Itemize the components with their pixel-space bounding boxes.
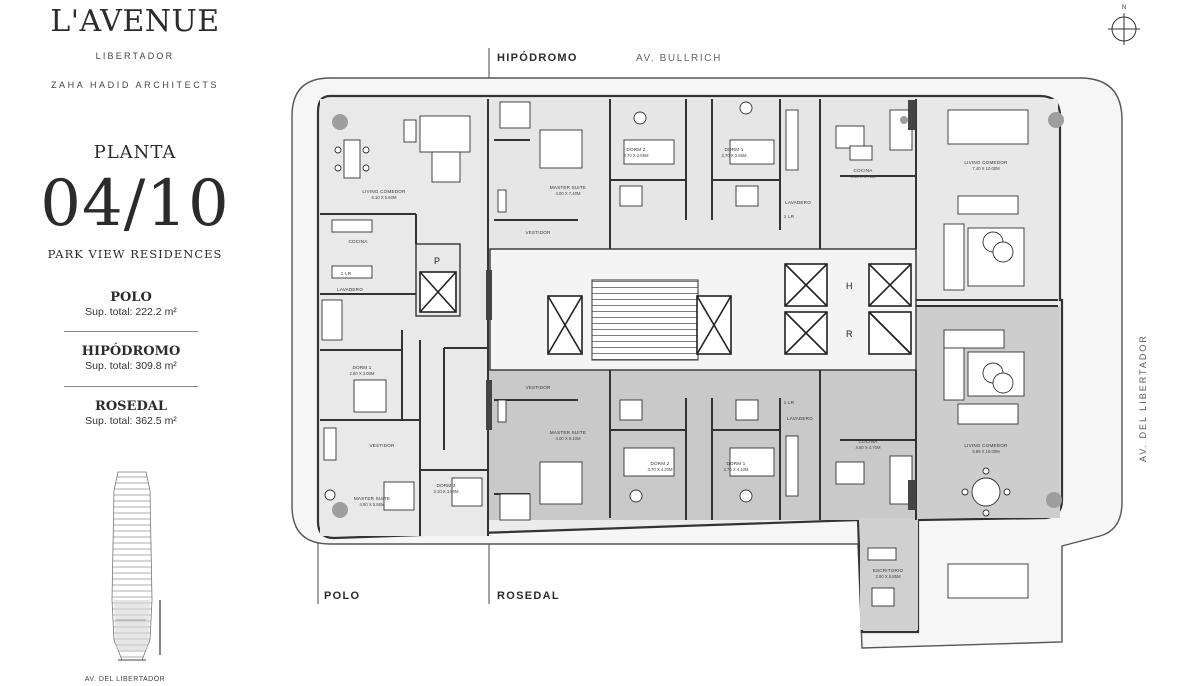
room-dimension: 3.70 X 3.85M [624, 153, 649, 158]
room-label: VESTIDOR [369, 443, 395, 448]
unit-name: ROSEDAL [95, 399, 167, 414]
room-label: DORM 2 [626, 147, 645, 152]
room-label: COCINA [853, 168, 873, 173]
brand-title: L'AVENUE [50, 4, 220, 39]
room-label: VESTIDOR [525, 385, 551, 390]
room-label: LIVING COMEDOR [362, 189, 406, 194]
elevator-label-r: R [846, 329, 853, 339]
room-label: LAVADERO [337, 287, 363, 292]
room-dimension: 3.70 X 4.20M [648, 467, 673, 472]
unit-name: HIPÓDROMO [81, 344, 181, 359]
room-label: MASTER SUITE [354, 496, 390, 501]
room-label: LIVING COMEDOR [964, 443, 1008, 448]
room-label: DORM 1 [352, 365, 371, 370]
zone-label-hipodromo: HIPÓDROMO [497, 51, 578, 64]
furniture [321, 101, 1029, 607]
divider [64, 331, 198, 332]
unit-summary-hipodromo: HIPÓDROMO Sup. total: 309.8 m² [64, 344, 198, 372]
plan-number: 04/10 [40, 167, 230, 241]
compass-north-label: N [1122, 5, 1126, 11]
room-label: 1 LR [784, 400, 795, 405]
unit-area: Sup. total: 362.5 m² [85, 415, 177, 427]
street-label-bullrich: AV. BULLRICH [636, 53, 722, 64]
room-dimension: 2.80 X 5.85M [876, 574, 901, 579]
elevator-label-h: H [846, 281, 853, 291]
room-dimension: 3.70 X 4.10M [724, 467, 749, 472]
zone-hipodromo-wing [488, 99, 916, 249]
room-dimension: 2.80 X 3.00M [350, 371, 375, 376]
room-label: 1 LR [341, 271, 352, 276]
room-label: LAVADERO [787, 416, 813, 421]
room-label: LIVING COMEDOR [964, 160, 1008, 165]
room-label: ESCRITORIO [873, 568, 904, 573]
room-dimension: 3.10 X 3.80M [434, 489, 459, 494]
room-dimension: 6.10 X 5.60M [372, 195, 397, 200]
room-label: MASTER SUITE [550, 185, 586, 190]
room-label: MASTER SUITE [550, 430, 586, 435]
zone-rosedal-study [860, 518, 918, 630]
room-dimension: 4.60 X 4.70M [856, 445, 881, 450]
room-label: COCINA [858, 439, 878, 444]
compass-icon [1108, 13, 1140, 45]
room-label: COCINA [348, 239, 368, 244]
unit-name: POLO [110, 290, 152, 305]
zone-label-polo: POLO [324, 590, 360, 602]
elevator-shafts [419, 263, 912, 355]
room-label: 1 LR [784, 214, 795, 219]
architect-name: ZAHA HADID ARCHITECTS [50, 80, 220, 90]
tower-caption: AV. DEL LIBERTADOR [84, 676, 166, 683]
room-label: DORM 1 [724, 147, 743, 152]
unit-summary-rosedal: ROSEDAL Sup. total: 362.5 m² [64, 399, 198, 427]
brand-subtitle: LIBERTADOR [95, 51, 175, 61]
room-label: DORM 2 [436, 483, 455, 488]
room-dimension: 7.40 X 10.00M [972, 166, 1000, 171]
structural-columns [332, 112, 1064, 518]
plan-label: PLANTA [93, 142, 177, 163]
unit-summary-polo: POLO Sup. total: 222.2 m² [64, 290, 198, 318]
room-label: DORM 1 [726, 461, 745, 466]
room-dimension: 4.00 X 7.40M [556, 191, 581, 196]
zone-label-rosedal: ROSEDAL [497, 590, 560, 602]
elevator-label-p: P [434, 256, 440, 266]
private-elevator-lobby [415, 243, 461, 317]
unit-area: Sup. total: 309.8 m² [85, 360, 177, 372]
tower-illustration [111, 471, 161, 661]
room-dimension: 3.70 X 3.85M [722, 153, 747, 158]
room-label: LAVADERO [785, 200, 811, 205]
divider [64, 386, 198, 387]
room-label: DORM 2 [650, 461, 669, 466]
room-label: VESTIDOR [525, 230, 551, 235]
unit-area: Sup. total: 222.2 m² [85, 306, 177, 318]
room-dimension: 6.85 X 16.00M [972, 449, 1000, 454]
room-dimension: 4.60 X 4.70M [851, 174, 876, 179]
room-dimension: 4.90 X 5.55M [360, 502, 385, 507]
room-dimension: 4.00 X 8.10M [556, 436, 581, 441]
plan-subtitle: PARK VIEW RESIDENCES [47, 247, 223, 261]
staircase [591, 279, 699, 361]
wall-columns [486, 100, 916, 510]
